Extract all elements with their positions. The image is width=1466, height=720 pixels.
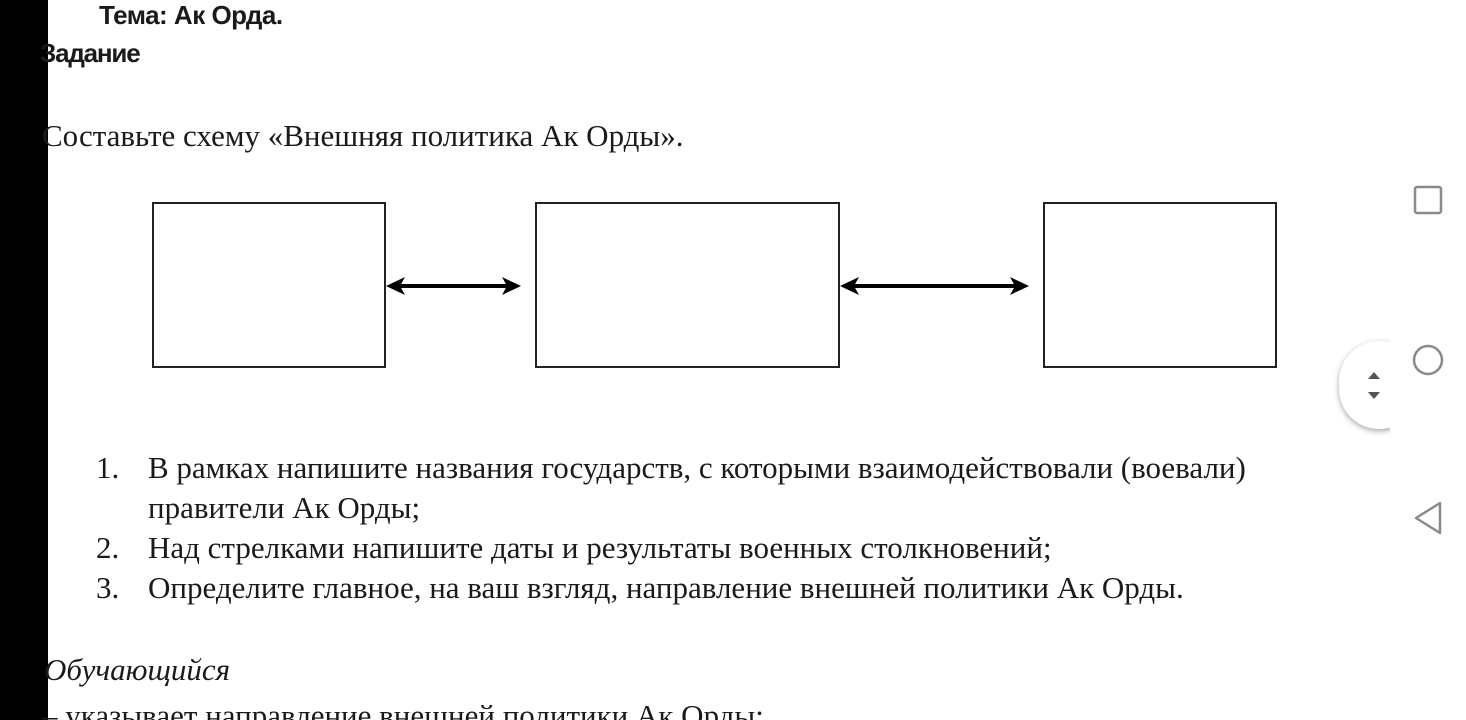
home-button[interactable] <box>1406 338 1450 382</box>
step-text: В рамках напишите названия государств, с… <box>148 450 1246 525</box>
step-number: 3. <box>96 570 120 605</box>
step-number: 1. <box>96 450 120 485</box>
square-icon <box>1413 185 1443 215</box>
step-text: Над стрелками напишите даты и результаты… <box>148 530 1052 565</box>
back-button[interactable] <box>1406 496 1450 540</box>
double-arrow-right <box>840 277 1029 295</box>
step-text: Определите главное, на ваш взгляд, напра… <box>148 570 1184 605</box>
scheme-diagram <box>152 202 1277 368</box>
learner-label: Обучающийся <box>44 652 231 687</box>
scheme-box-left <box>152 202 386 368</box>
list-item: 2. Над стрелками напишите даты и результ… <box>96 528 1386 568</box>
scheme-box-right <box>1043 202 1277 368</box>
list-item: 3. Определите главное, на ваш взгляд, на… <box>96 568 1386 608</box>
criterion-line: – указывает направление внешней политики… <box>42 698 764 720</box>
task-instruction: Составьте схему «Внешняя политика Ак Орд… <box>42 118 684 153</box>
scheme-box-center <box>535 202 840 368</box>
document-page: Тема: Ак Орда. Задание Составьте схему «… <box>40 0 1386 720</box>
task-heading: Задание <box>40 38 141 68</box>
triangle-back-icon <box>1414 501 1442 535</box>
step-number: 2. <box>96 530 120 565</box>
double-arrow-left <box>386 277 521 295</box>
system-navigation-bar <box>1390 0 1466 720</box>
task-steps-list: 1. В рамках напишите названия государств… <box>96 448 1386 608</box>
up-down-arrows-icon <box>1368 372 1380 399</box>
circle-icon <box>1412 344 1444 376</box>
list-item: 1. В рамках напишите названия государств… <box>96 448 1386 528</box>
left-edge-bar <box>0 0 48 720</box>
recent-apps-button[interactable] <box>1406 178 1450 222</box>
topic-title: Тема: Ак Орда. <box>99 0 283 30</box>
